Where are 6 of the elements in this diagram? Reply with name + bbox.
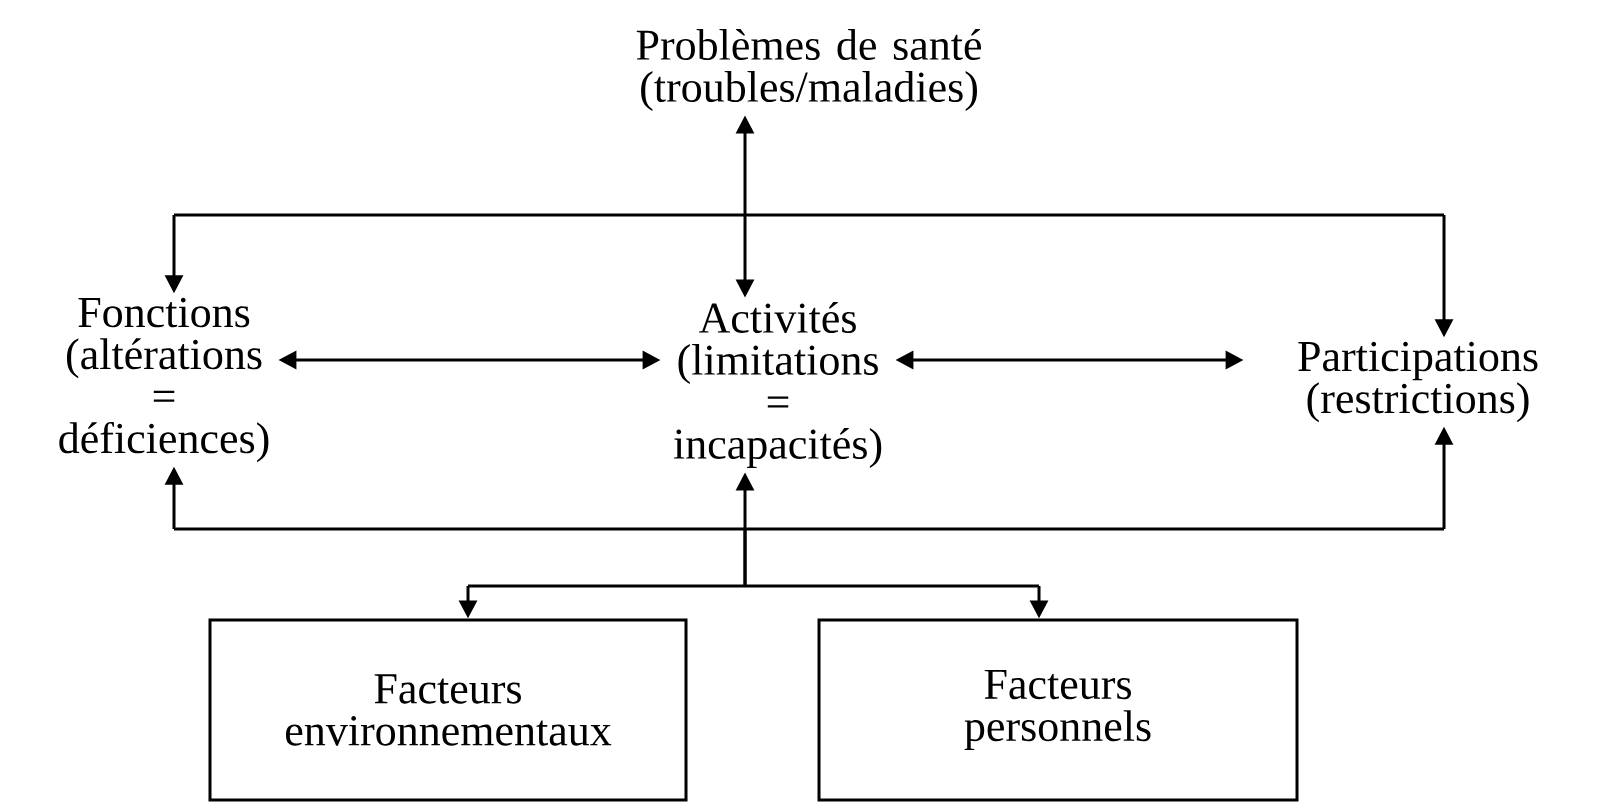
- heading-text: Problèmes de santé (troubles/maladies): [636, 29, 981, 111]
- label-text: Participations (restrictions): [1298, 341, 1538, 423]
- factor-box: Facteurs environnementaux: [208, 618, 688, 802]
- label-text: Fonctions (altérations = déficiences): [59, 297, 269, 463]
- label-text: Activités (limitations = incapacités): [673, 302, 882, 468]
- factor-box: Facteurs personnels: [817, 618, 1299, 802]
